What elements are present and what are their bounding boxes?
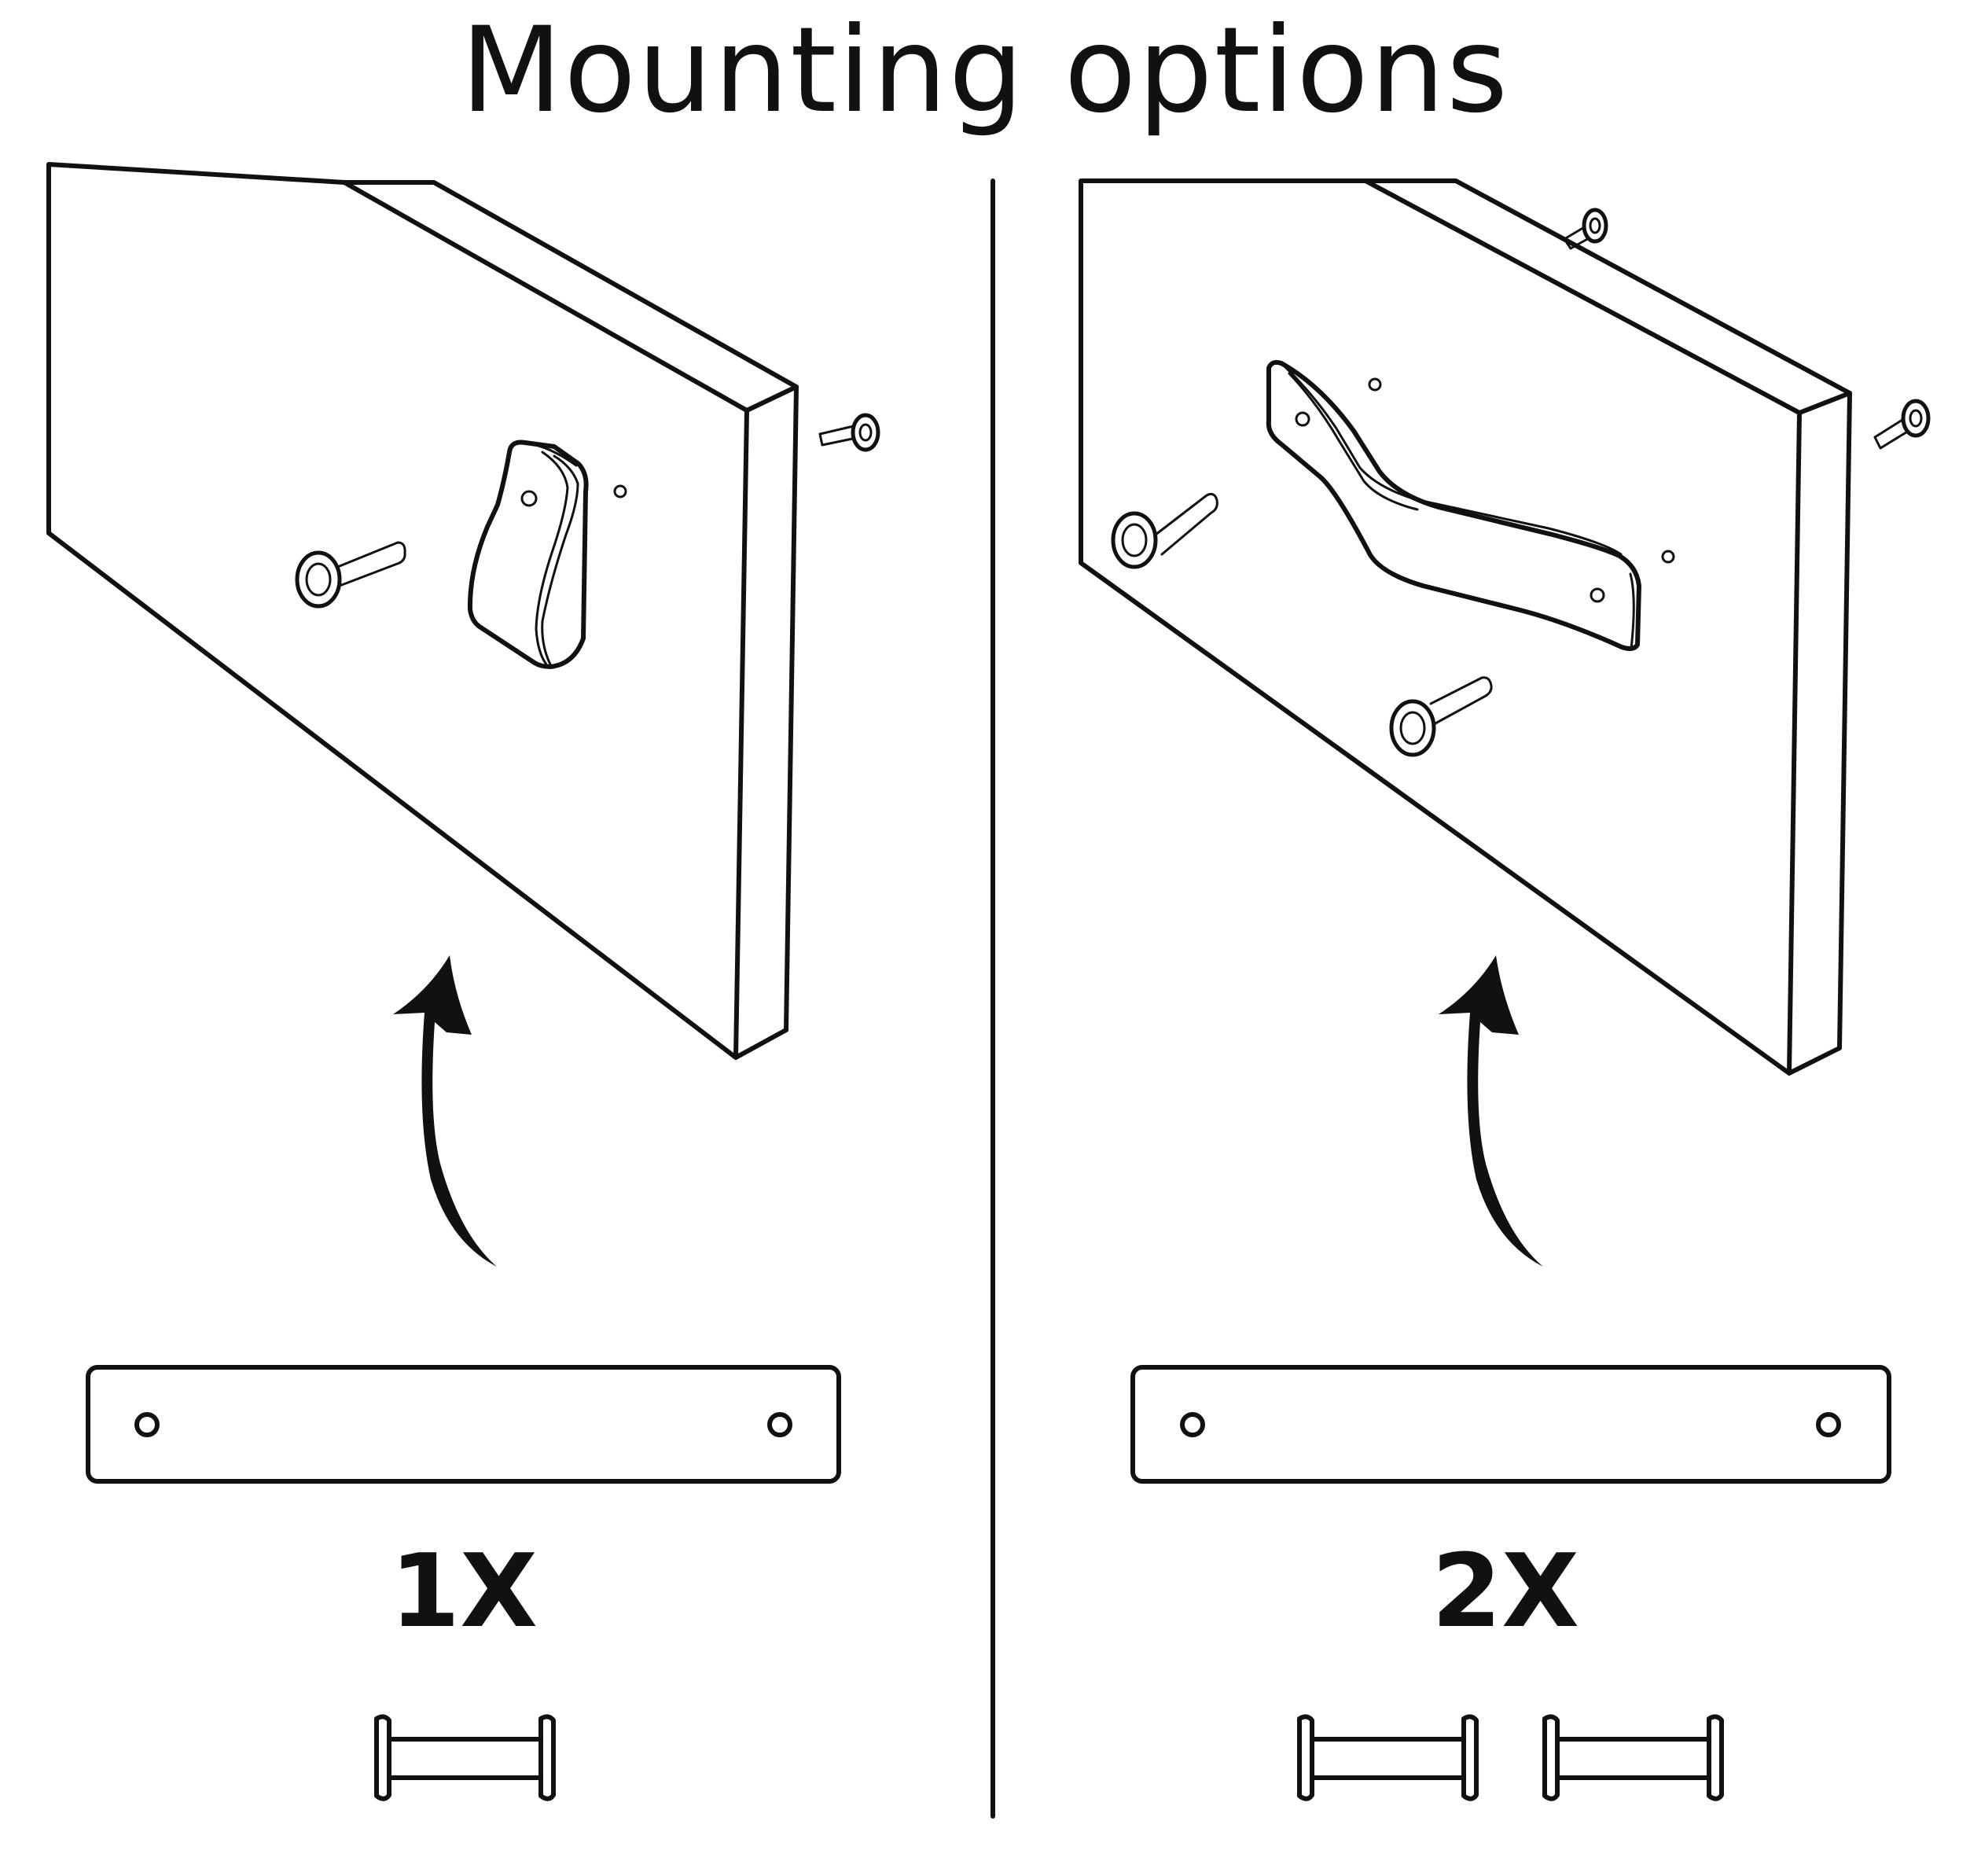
shelf-board-icon bbox=[46, 162, 799, 1060]
curved-arrow-icon bbox=[1439, 955, 1543, 1267]
spacer-bar-icon bbox=[1542, 1714, 1724, 1801]
screw-icon bbox=[1873, 399, 1931, 450]
screw-icon bbox=[1389, 676, 1493, 757]
mounting-bracket-icon bbox=[1266, 359, 1675, 651]
screw-icon bbox=[1111, 493, 1218, 569]
screw-icon bbox=[1563, 208, 1608, 250]
mounting-plate-icon bbox=[86, 1365, 841, 1484]
shelf-board-icon bbox=[1079, 178, 1852, 1076]
screw-icon bbox=[295, 541, 406, 609]
page-title: Mounting options bbox=[460, 2, 1510, 139]
curved-arrow-icon bbox=[393, 955, 497, 1267]
left-panel bbox=[46, 162, 880, 1801]
spacer-bar-icon bbox=[1297, 1714, 1479, 1801]
spacer-bar-icon bbox=[374, 1714, 556, 1801]
count-label-single: 1X bbox=[390, 1533, 538, 1650]
mounting-bracket-icon bbox=[467, 440, 627, 669]
count-label-double: 2X bbox=[1432, 1533, 1579, 1650]
screw-icon bbox=[818, 413, 880, 452]
right-panel bbox=[1079, 178, 1931, 1801]
mounting-plate-icon bbox=[1130, 1365, 1891, 1484]
